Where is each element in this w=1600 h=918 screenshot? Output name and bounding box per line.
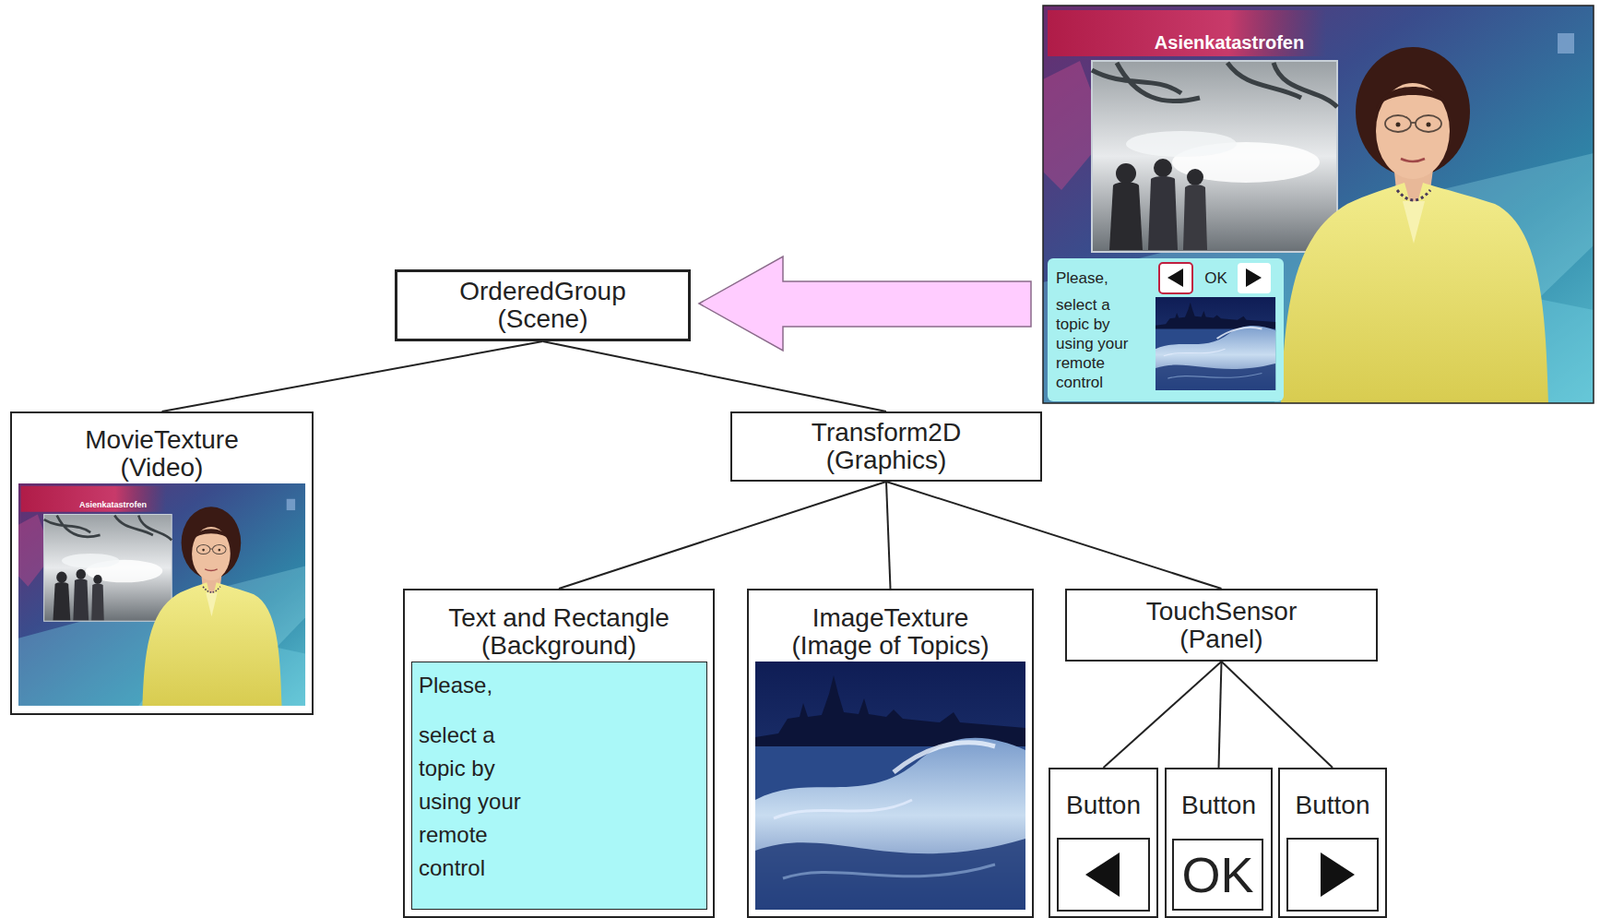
- button-face: [1057, 838, 1150, 911]
- node-title: Button: [1166, 791, 1271, 819]
- node-box: Text and Rectangle (Background) Please, se…: [402, 588, 715, 918]
- screen-ok: OK: [1195, 268, 1237, 289]
- screen-right-button: [1237, 262, 1271, 294]
- tree-connector: [1221, 661, 1334, 768]
- node-title: Button: [1050, 791, 1157, 819]
- node-box: MovieTexture (Video): [10, 411, 314, 715]
- thumbnail-title: Asienkatastrofen: [64, 499, 162, 510]
- right-arrow-icon: [1320, 852, 1355, 897]
- node-box: TouchSensor (Panel): [1065, 588, 1378, 662]
- tree-connector: [886, 481, 1222, 589]
- panel-instruction: select a topic by using your remote cont…: [418, 718, 534, 885]
- node-title: ImageTexture (Image of Topics): [780, 604, 1002, 660]
- screen-topic-image: [1155, 296, 1276, 391]
- button-face: OK: [1172, 838, 1264, 911]
- node-box: Button: [1278, 767, 1387, 918]
- node-title: Transform2D (Graphics): [784, 418, 988, 475]
- text-panel: Please, select a topic by using your remo…: [411, 661, 708, 910]
- node-title: TouchSensor (Panel): [1122, 597, 1321, 653]
- button-face: [1287, 838, 1378, 911]
- screen-panel: [1047, 258, 1284, 402]
- node-title: Button: [1280, 791, 1386, 819]
- node-box: Button: [1048, 767, 1159, 918]
- left-arrow-icon: [1167, 268, 1184, 287]
- node-box: Transform2D (Graphics): [730, 411, 1043, 482]
- panel-greeting: Please,: [418, 668, 700, 702]
- left-arrow-icon: [1085, 852, 1120, 897]
- video-thumbnail: [18, 483, 306, 706]
- right-arrow-icon: [1245, 268, 1262, 287]
- node-box: OrderedGroup (Scene): [394, 269, 691, 342]
- tree-connector: [162, 341, 544, 412]
- node-title: Text and Rectangle (Background): [404, 604, 713, 660]
- tree-connector: [543, 341, 888, 412]
- tree-connector: [886, 481, 891, 589]
- pink-arrow: [699, 256, 1032, 351]
- button-label: OK: [1181, 849, 1254, 900]
- screen-greeting: Please,: [1055, 268, 1149, 289]
- screen-instruction: select a topic by using your remote cont…: [1055, 295, 1139, 392]
- node-title: OrderedGroup (Scene): [437, 277, 650, 333]
- tree-connector: [1103, 661, 1222, 768]
- screenshot-frame: [1042, 5, 1594, 403]
- screen-title: Asienkatastrofen: [1137, 31, 1322, 54]
- tv-screenshot: [1042, 5, 1594, 403]
- topic-image: [755, 661, 1026, 910]
- node-title: MovieTexture (Video): [60, 426, 264, 482]
- tree-connector: [1219, 661, 1222, 768]
- tree-connector: [558, 481, 887, 589]
- node-box: ButtonOK: [1164, 767, 1273, 918]
- node-box: ImageTexture (Image of Topics): [746, 588, 1034, 918]
- screen-left-button: [1159, 262, 1193, 294]
